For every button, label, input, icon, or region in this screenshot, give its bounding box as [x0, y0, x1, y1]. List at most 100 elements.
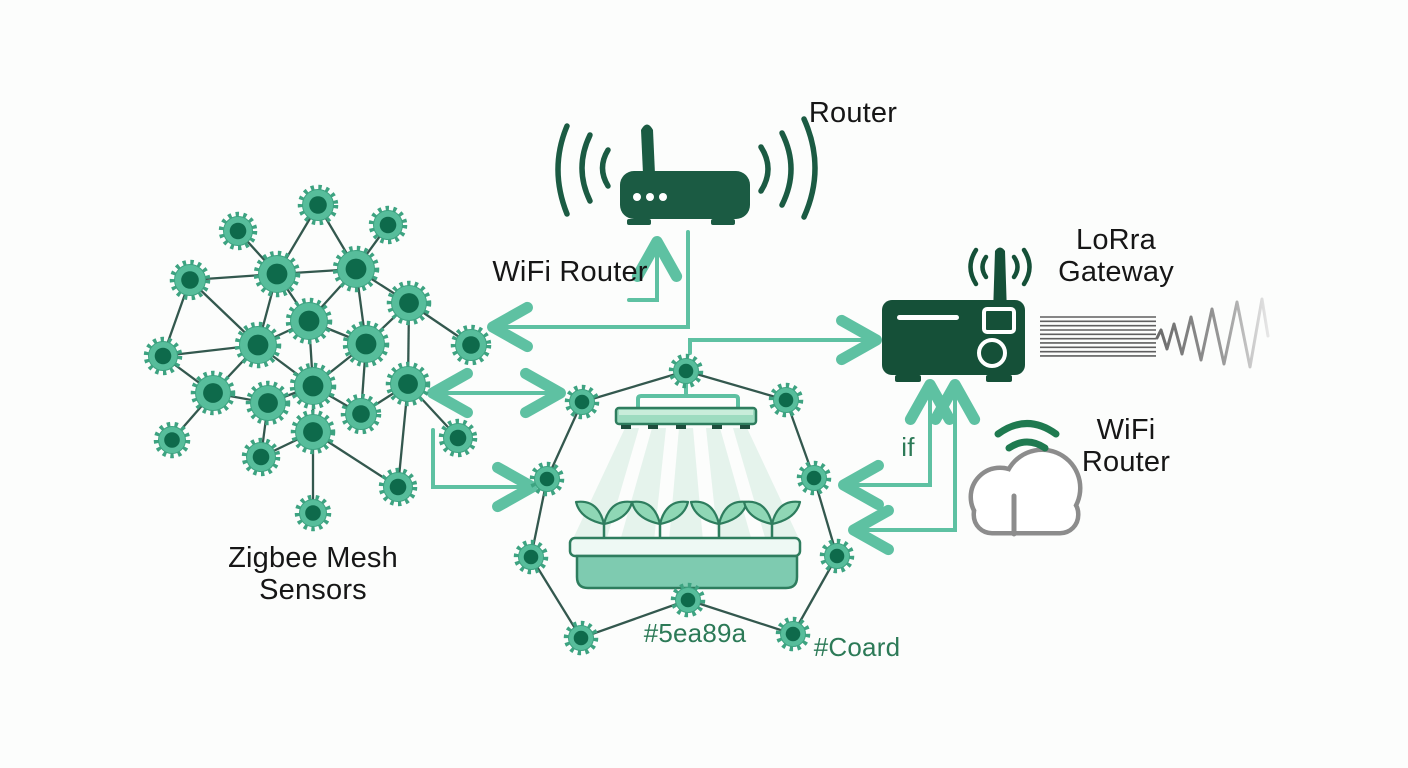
node-tag-5ea89a: #5ea89a	[643, 618, 747, 648]
light-clip	[621, 425, 631, 429]
ring-node-icon	[670, 582, 706, 618]
mesh-node-icon	[253, 250, 301, 298]
arrow-mesh-to-ring	[431, 428, 538, 513]
plant-icon	[630, 500, 690, 548]
mesh-link	[545, 401, 584, 480]
mesh-node-icon	[190, 370, 236, 416]
ring-node-icon	[768, 382, 804, 418]
ring-node-icon	[775, 616, 811, 652]
flow-arrows	[427, 230, 981, 556]
mesh-node-icon	[450, 324, 492, 366]
arrow-ring-to-gateway	[688, 314, 882, 366]
mesh-node-icon	[218, 211, 258, 251]
zigbee-mesh-nodes	[143, 184, 492, 532]
gateway-port	[977, 338, 1007, 368]
wifi-router-right-line1: WiFi	[1096, 414, 1156, 446]
router-signal-arcs-icon	[555, 116, 818, 220]
sensor-ring-nodes	[513, 353, 855, 656]
mesh-node-icon	[386, 280, 432, 326]
arrow-up-to-router	[627, 236, 683, 302]
wifi-router-right-line2: Router	[1081, 446, 1171, 478]
mesh-node-icon	[385, 361, 431, 407]
ring-node-icon	[668, 353, 704, 389]
mesh-link	[580, 598, 689, 640]
tray-body	[575, 554, 799, 590]
mesh-node-icon	[368, 205, 408, 245]
mesh-node-icon	[297, 184, 339, 226]
mesh-node-icon	[332, 245, 380, 293]
lora-gateway-label-line1: LoRra	[1076, 224, 1156, 256]
gateway-foot	[895, 375, 921, 382]
router-antenna	[641, 124, 655, 174]
mesh-link	[791, 555, 839, 635]
gateway-antenna	[993, 247, 1007, 314]
lora-gateway-icon	[882, 247, 1032, 382]
signal-line-stack	[1040, 316, 1156, 357]
lora-signal-icon	[1040, 297, 1270, 369]
plant-icon	[742, 500, 802, 548]
mesh-link	[530, 556, 582, 639]
lora-gateway-label: LoRra Gateway	[1058, 224, 1174, 288]
light-clip	[648, 425, 658, 429]
cloud-wifi-arcs-icon	[994, 420, 1060, 452]
mesh-link	[581, 369, 687, 404]
mesh-link	[685, 369, 787, 402]
ring-node-icon	[513, 539, 549, 575]
mesh-node-icon	[294, 494, 332, 532]
ring-node-icon	[564, 384, 600, 420]
router-foot	[711, 219, 735, 225]
mesh-node-icon	[169, 259, 211, 301]
mesh-node-icon	[234, 321, 282, 369]
gateway-signal-arcs-icon	[968, 247, 1032, 287]
cloud-icon	[968, 420, 1083, 537]
gateway-body	[882, 300, 1025, 375]
light-clip	[676, 425, 686, 429]
if-label: if	[901, 432, 915, 462]
signal-zigzag	[1155, 297, 1270, 369]
ring-node-icon	[563, 620, 599, 656]
mesh-node-icon	[245, 380, 291, 426]
wifi-router-right-label: WiFi Router	[1082, 414, 1170, 478]
mesh-node-icon	[289, 362, 337, 410]
router-led	[659, 193, 667, 201]
arrow-ring-gateway-if	[838, 379, 956, 511]
router-led	[646, 193, 654, 201]
grow-unit-icon	[568, 371, 802, 590]
arrow-router-to-mesh	[487, 230, 690, 353]
light-beam	[669, 428, 703, 541]
zigbee-mesh-label: Zigbee Mesh Sensors	[228, 542, 398, 606]
router-label: Router	[808, 97, 898, 129]
node-tag-coard: #Coard	[813, 632, 901, 662]
lora-gateway-label-line2: Gateway	[1058, 256, 1174, 288]
cloud-outline	[968, 447, 1083, 536]
ring-node-icon	[529, 461, 565, 497]
gateway-foot	[986, 375, 1012, 382]
router-body	[620, 171, 750, 219]
tray-lip	[568, 536, 802, 558]
mesh-node-icon	[285, 297, 333, 345]
mesh-node-icon	[241, 437, 281, 477]
router-icon	[555, 116, 818, 225]
router-foot	[627, 219, 651, 225]
mesh-node-icon	[438, 418, 478, 458]
ring-node-icon	[819, 538, 855, 574]
mesh-node-icon	[378, 467, 418, 507]
router-led	[633, 193, 641, 201]
arrow-ring-gateway-lower	[848, 379, 981, 556]
mesh-node-icon	[340, 393, 382, 435]
mesh-node-icon	[143, 336, 183, 376]
light-clip	[712, 425, 722, 429]
gateway-slot	[897, 315, 959, 320]
wifi-router-left-label: WiFi Router	[492, 256, 648, 288]
gateway-antenna-mount	[982, 307, 1016, 334]
zigbee-mesh-label-line1: Zigbee Mesh	[228, 542, 398, 574]
zigbee-mesh-label-line2: Sensors	[259, 574, 367, 606]
mesh-node-icon	[153, 421, 191, 459]
mesh-node-icon	[290, 409, 336, 455]
zigbee-mesh-links	[161, 204, 472, 513]
grow-light-highlight	[619, 410, 753, 415]
light-clip	[740, 425, 750, 429]
ring-node-icon	[796, 460, 832, 496]
